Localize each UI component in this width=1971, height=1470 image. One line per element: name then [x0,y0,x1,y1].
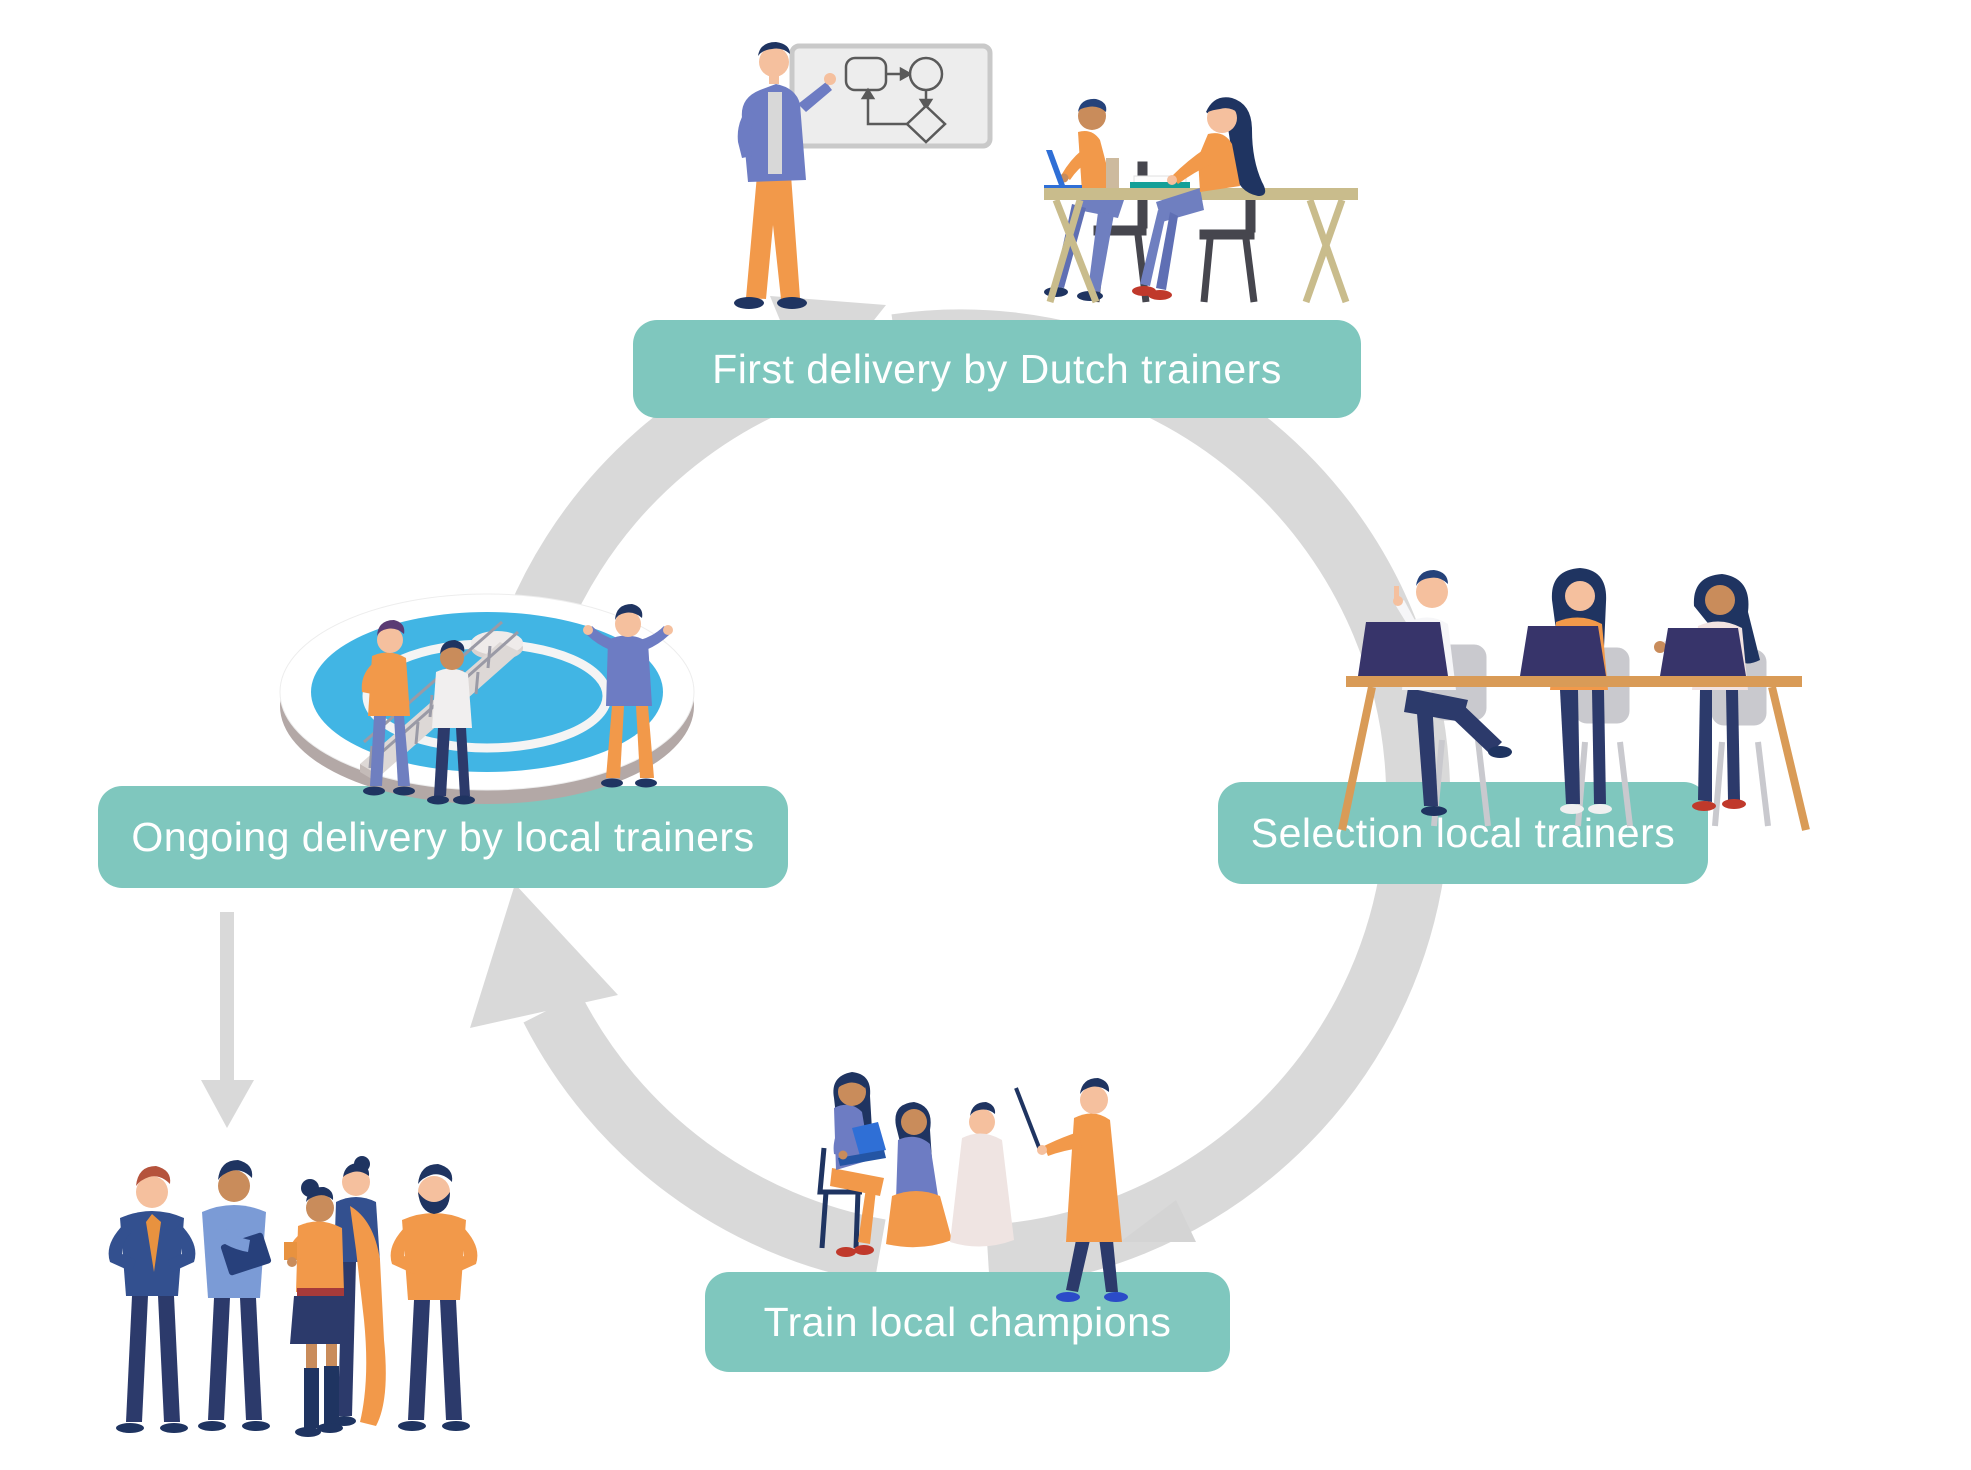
cycle-arrowhead-left [470,884,618,1028]
stage-label-ongoing-delivery: Ongoing delivery by local trainers [98,786,788,888]
stage-label-train-champions: Train local champions [705,1272,1230,1372]
down-arrow [201,912,254,1128]
arc-bottom-to-left [523,993,886,1283]
arc-left-ascending [469,348,794,818]
stage-label-selection: Selection local trainers [1218,782,1708,884]
arc-right-to-bottom [986,866,1444,1289]
stage-label-first-delivery: First delivery by Dutch trainers [633,320,1361,418]
